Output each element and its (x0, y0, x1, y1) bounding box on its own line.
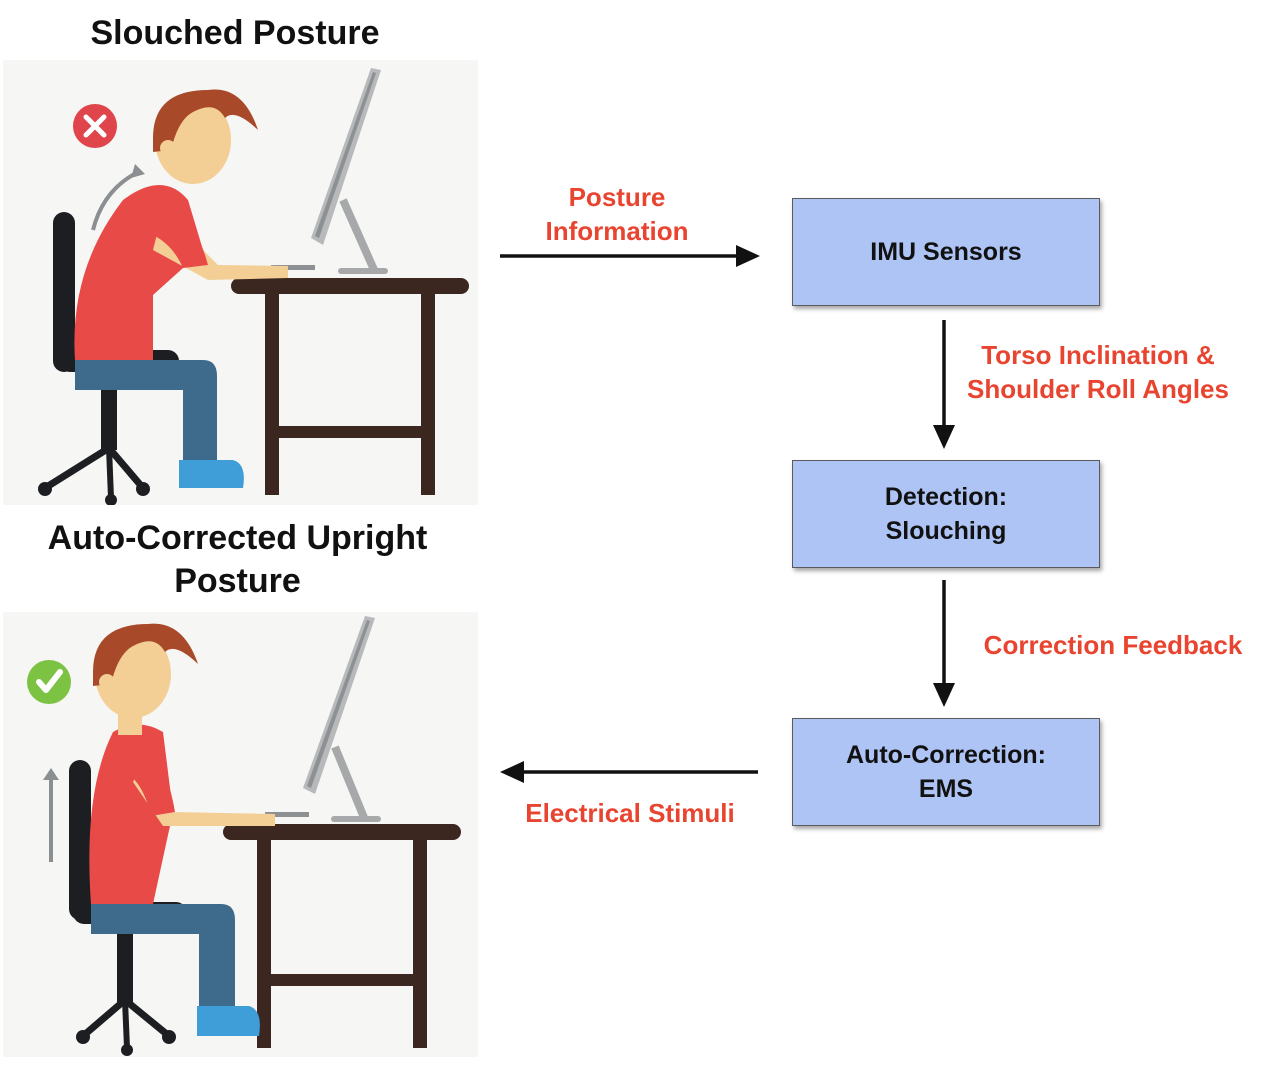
slouched-posture-title: Slouched Posture (90, 14, 380, 52)
monitor (303, 616, 381, 822)
check-mark-icon (27, 660, 71, 704)
arrow-detection-to-autocorrection (933, 580, 955, 707)
arrow-imu-to-detection (933, 320, 955, 449)
slouched-person (74, 89, 288, 488)
detection-slouching-box: Detection: Slouching (792, 460, 1100, 568)
torso-shoulder-label-line1: Torso Inclination & (981, 340, 1215, 370)
posture-information-label-line2: Information (545, 216, 689, 246)
upright-posture-title-line1: Auto-Corrected Upright (47, 519, 428, 557)
desk (231, 265, 469, 495)
auto-correction-label-line2: EMS (918, 775, 974, 803)
slouched-posture-illustration (3, 60, 478, 506)
imu-sensors-label: IMU Sensors (870, 238, 1022, 266)
imu-sensors-box: IMU Sensors (792, 198, 1100, 306)
x-mark-icon (73, 104, 117, 148)
arrow-posture-to-imu (500, 245, 760, 267)
arrow-ems-to-posture (500, 761, 758, 783)
monitor (311, 68, 388, 274)
desk (223, 812, 461, 1048)
upright-person (43, 623, 275, 1036)
correction-feedback-label: Correction Feedback (983, 630, 1243, 660)
upright-posture-title-line2: Posture (174, 562, 301, 600)
detection-label-line1: Detection: (884, 483, 1008, 511)
posture-information-label-line1: Posture (568, 182, 666, 212)
detection-label-line2: Slouching (885, 517, 1007, 545)
upright-posture-illustration (3, 612, 478, 1057)
electrical-stimuli-label: Electrical Stimuli (525, 798, 735, 828)
torso-shoulder-label-line2: Shoulder Roll Angles (967, 374, 1229, 404)
auto-correction-label-line1: Auto-Correction: (846, 741, 1046, 769)
auto-correction-ems-box: Auto-Correction: EMS (792, 718, 1100, 826)
